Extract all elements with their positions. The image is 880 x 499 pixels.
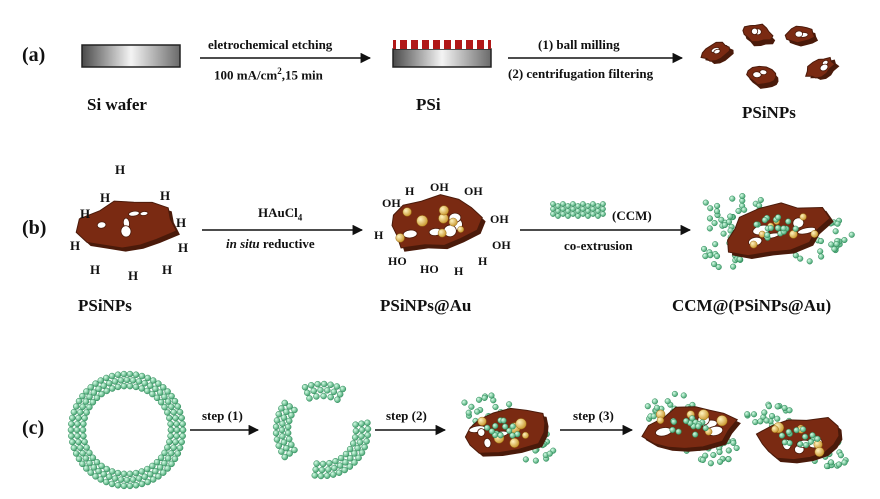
centrifugation-label: (2) centrifugation filtering	[508, 66, 654, 81]
panel-b	[75, 193, 855, 271]
step2-label: step (2)	[386, 408, 427, 423]
h-atom-label: H	[374, 228, 384, 242]
psi-label: PSi	[416, 95, 441, 114]
psinps-au-label: PSiNPs@Au	[380, 296, 472, 315]
step1-label: step (1)	[202, 408, 243, 423]
ccm-molecule-icon	[550, 201, 606, 219]
h-atom-label: H	[162, 262, 173, 277]
h-atom-label: H	[128, 268, 139, 283]
in-situ-reductive-label: in situ reductive	[226, 236, 315, 251]
h-atom-label: H	[70, 238, 81, 253]
h-atom-label: H	[115, 162, 126, 177]
etching-label: eletrochemical etching	[208, 37, 333, 52]
h-atom-label: H	[160, 188, 171, 203]
ccm-coated-particle-icon	[461, 392, 557, 464]
ccm-coated-particles-pair-icon	[641, 390, 849, 470]
panel-label-b: (b)	[22, 217, 47, 239]
co-extrusion-label: co-extrusion	[564, 238, 633, 253]
h-atom-label: H	[478, 254, 488, 268]
oh-group-label: OH	[382, 196, 401, 210]
panel-c	[67, 370, 849, 490]
h-atom-label: H	[454, 264, 464, 278]
psinps-particles-icon	[700, 23, 840, 89]
psinps-h-terminated-icon	[75, 200, 180, 252]
ccm-composite-icon	[701, 193, 855, 271]
ccm-vesicle-icon	[67, 370, 187, 490]
oh-group-label: OH	[464, 184, 483, 198]
panel-a	[81, 23, 840, 89]
oh-group-label: OH	[492, 238, 511, 252]
ball-milling-label: (1) ball milling	[538, 37, 620, 52]
si-wafer-icon	[81, 44, 181, 68]
current-density-label: 100 mA/cm2,15 min	[214, 66, 323, 83]
psi-wafer-icon	[392, 40, 492, 68]
ho-group-label: HO	[420, 262, 439, 276]
psinps-au-oh-icon	[391, 194, 486, 252]
panel-label-a: (a)	[22, 44, 46, 66]
ho-group-label: HO	[388, 254, 407, 268]
psinps-label-b: PSiNPs	[78, 296, 132, 315]
h-atom-label: H	[176, 215, 187, 230]
psinps-label-a: PSiNPs	[742, 103, 796, 122]
h-atom-label: H	[90, 262, 101, 277]
ccm-fragments-icon	[272, 380, 372, 480]
haucl4-label: HAuCl4	[258, 205, 303, 223]
h-atom-label: H	[80, 206, 91, 221]
si-wafer-label: Si wafer	[87, 95, 147, 114]
h-atom-label: H	[405, 184, 415, 198]
step3-label: step (3)	[573, 408, 614, 423]
h-atom-label: H	[100, 190, 111, 205]
oh-group-label: OH	[430, 180, 449, 194]
ccm-composite-label: CCM@(PSiNPs@Au)	[672, 296, 832, 315]
panel-label-c: (c)	[22, 417, 45, 439]
oh-group-label: OH	[490, 212, 509, 226]
h-atom-label: H	[178, 240, 189, 255]
ccm-legend-label: (CCM)	[612, 208, 652, 223]
